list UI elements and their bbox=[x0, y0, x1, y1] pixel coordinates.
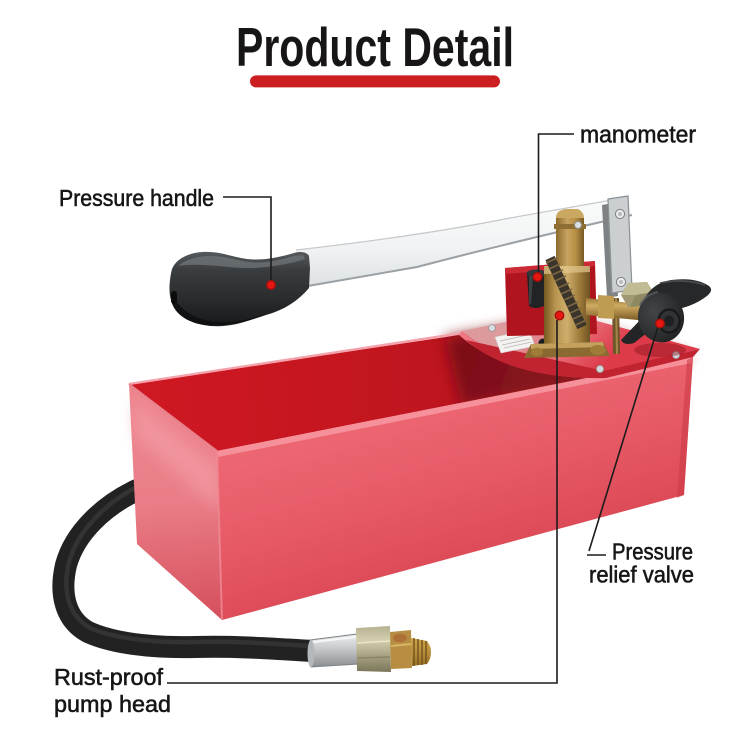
svg-text:Rust-proof: Rust-proof bbox=[54, 664, 164, 690]
svg-text:manometer: manometer bbox=[580, 122, 696, 149]
svg-text:pump head: pump head bbox=[54, 691, 171, 717]
svg-text:Pressure handle: Pressure handle bbox=[59, 185, 214, 211]
svg-text:relief valve: relief valve bbox=[589, 562, 694, 588]
svg-text:Product Detail: Product Detail bbox=[236, 16, 514, 78]
svg-text:Pressure: Pressure bbox=[612, 539, 693, 565]
